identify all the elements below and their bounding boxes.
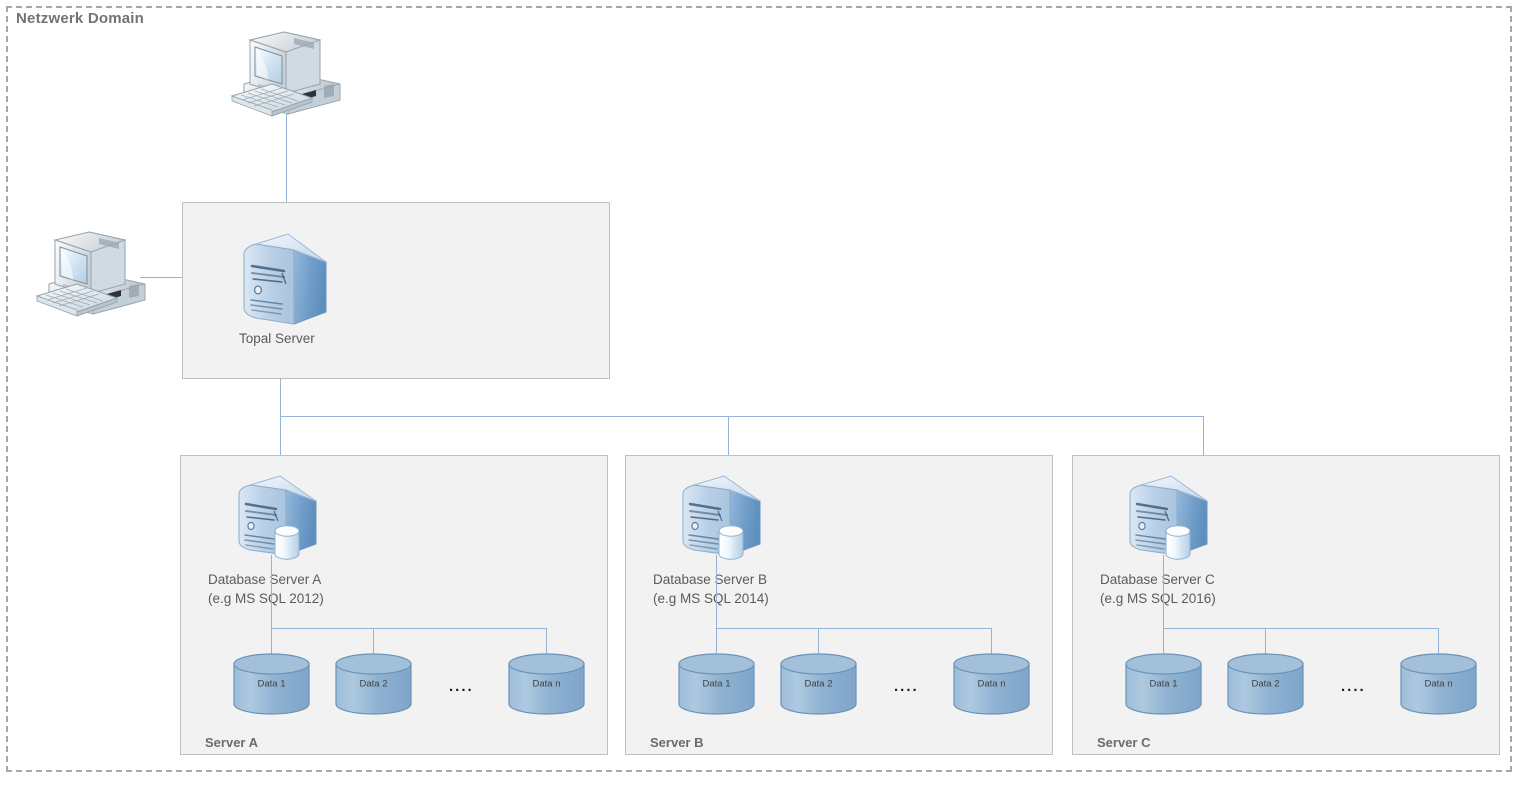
database-server-label-a: Database Server A (e.g MS SQL 2012): [208, 570, 324, 608]
database-cylinder-a-1: Data 1: [233, 653, 310, 715]
connector-b-drop-n: [991, 628, 992, 660]
connector-c-drop-1: [1163, 628, 1164, 660]
workstation-top-icon: [228, 22, 346, 122]
database-server-label-c-line1: Database Server C: [1100, 572, 1215, 587]
database-server-label-c-line2: (e.g MS SQL 2016): [1100, 591, 1216, 606]
server-group-title-a: Server A: [205, 735, 258, 750]
connector-bus-drop-a: [280, 416, 281, 455]
database-server-label-c: Database Server C (e.g MS SQL 2016): [1100, 570, 1216, 608]
database-cylinder-b-2: Data 2: [780, 653, 857, 715]
connector-bus-drop-b: [728, 416, 729, 455]
connector-b-stem: [716, 555, 717, 629]
connector-top-client-to-topal: [286, 110, 287, 262]
connector-c-stem: [1163, 555, 1164, 629]
page-title: Netzwerk Domain: [16, 10, 145, 27]
ellipsis-b: ....: [894, 678, 919, 695]
connector-a-stem: [271, 555, 272, 629]
database-server-label-b-line2: (e.g MS SQL 2014): [653, 591, 769, 606]
connector-b-drop-2: [818, 628, 819, 660]
connector-c-branch-bar: [1163, 628, 1439, 629]
connector-bus: [280, 416, 1204, 417]
database-cylinder-c-1: Data 1: [1125, 653, 1202, 715]
connector-a-drop-1: [271, 628, 272, 660]
ellipsis-c: ....: [1341, 678, 1366, 695]
database-cylinder-b-1: Data 1: [678, 653, 755, 715]
database-cylinder-c-n: Data n: [1400, 653, 1477, 715]
database-server-label-b-line1: Database Server B: [653, 572, 768, 587]
ellipsis-a: ....: [449, 678, 474, 695]
database-cylinder-c-2: Data 2: [1227, 653, 1304, 715]
database-server-icon-b: [678, 474, 770, 560]
connector-bus-drop-c: [1203, 416, 1204, 455]
connector-b-branch-bar: [716, 628, 992, 629]
topal-server-label: Topal Server: [239, 331, 315, 346]
connector-b-drop-1: [716, 628, 717, 660]
workstation-left-icon: [33, 222, 151, 322]
connector-a-drop-n: [546, 628, 547, 660]
connector-c-drop-n: [1438, 628, 1439, 660]
database-server-icon-a: [234, 474, 326, 560]
database-server-icon-c: [1125, 474, 1217, 560]
connector-c-drop-2: [1265, 628, 1266, 660]
database-server-label-b: Database Server B (e.g MS SQL 2014): [653, 570, 769, 608]
database-cylinder-b-n: Data n: [953, 653, 1030, 715]
database-server-label-a-line2: (e.g MS SQL 2012): [208, 591, 324, 606]
database-server-label-a-line1: Database Server A: [208, 572, 322, 587]
network-domain-boundary: [6, 6, 1512, 772]
connector-a-branch-bar: [271, 628, 547, 629]
connector-a-drop-2: [373, 628, 374, 660]
database-cylinder-a-2: Data 2: [335, 653, 412, 715]
database-cylinder-a-n: Data n: [508, 653, 585, 715]
server-group-title-b: Server B: [650, 735, 704, 750]
server-group-title-c: Server C: [1097, 735, 1151, 750]
topal-server-icon: [238, 232, 330, 328]
connector-topal-trunk: [280, 379, 281, 417]
